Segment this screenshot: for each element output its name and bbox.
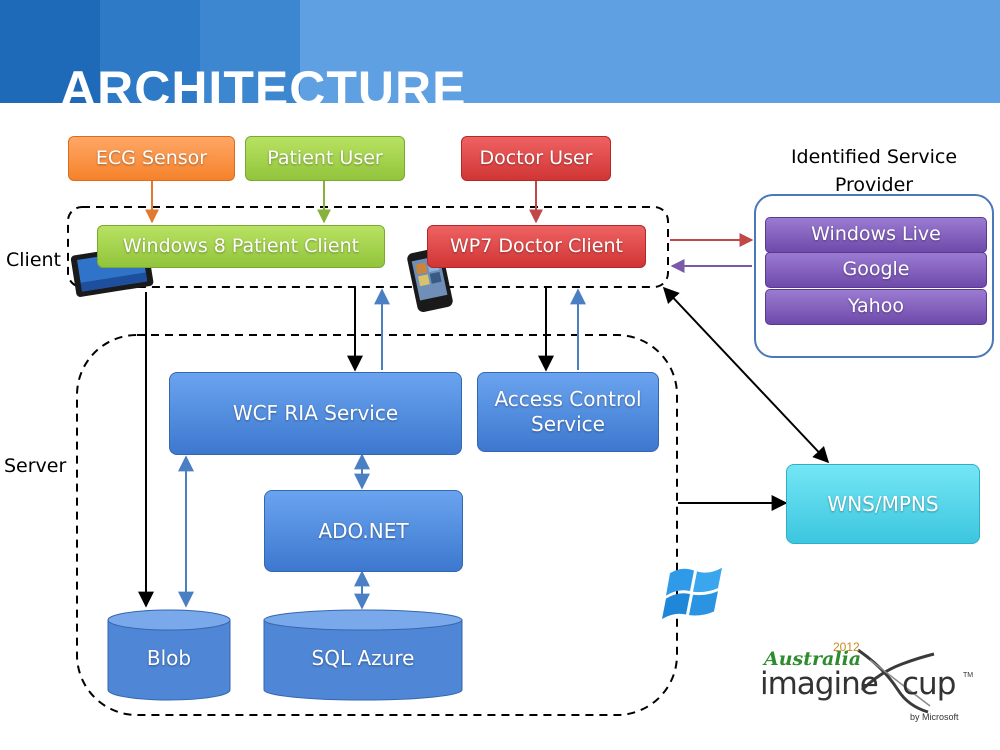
provider-windows-live: Windows Live bbox=[765, 217, 987, 253]
branding-cup: cup bbox=[902, 666, 956, 702]
windows8-patient-client-box: Windows 8 Patient Client bbox=[97, 225, 385, 268]
branding-tm: TM bbox=[963, 672, 974, 679]
ado-net-box: ADO.NET bbox=[264, 490, 463, 572]
branding-year: 2012 bbox=[833, 640, 860, 654]
branding-by-microsoft: by Microsoft bbox=[910, 712, 959, 722]
blob-cylinder bbox=[107, 609, 231, 701]
wcf-ria-service-box: WCF RIA Service bbox=[169, 372, 462, 455]
branding-imagine: imagine bbox=[760, 666, 879, 702]
ecg-sensor-box: ECG Sensor bbox=[68, 136, 235, 181]
header-band-1 bbox=[0, 0, 100, 103]
client-label: Client bbox=[6, 249, 62, 271]
patient-user-box: Patient User bbox=[245, 136, 405, 181]
wns-mpns-box: WNS/MPNS bbox=[786, 464, 980, 544]
identity-provider-title-line1: Identified Service bbox=[790, 146, 958, 168]
windows-logo-icon bbox=[662, 567, 722, 619]
sql-azure-cylinder bbox=[263, 609, 463, 701]
branding-country: Australia bbox=[764, 648, 862, 670]
wp7-doctor-client-box: WP7 Doctor Client bbox=[427, 225, 646, 268]
server-boundary bbox=[76, 334, 678, 716]
identity-provider-title-line2: Provider bbox=[834, 174, 914, 196]
arrow-client-wns bbox=[662, 286, 830, 464]
header-band-4 bbox=[300, 0, 1000, 103]
header-band-2 bbox=[100, 0, 200, 103]
sql-azure-label: SQL Azure bbox=[311, 645, 415, 670]
imaginecup-x-icon bbox=[857, 648, 935, 714]
header-band-3 bbox=[200, 0, 300, 103]
access-control-service-box: Access Control Service bbox=[477, 372, 659, 452]
acs-label-line1: Access Control bbox=[494, 387, 642, 411]
server-label: Server bbox=[4, 455, 67, 477]
acs-label-line2: Service bbox=[531, 412, 605, 436]
client-boundary bbox=[67, 206, 669, 288]
provider-google: Google bbox=[765, 252, 987, 288]
provider-yahoo: Yahoo bbox=[765, 289, 987, 325]
blob-label: Blob bbox=[146, 645, 192, 670]
doctor-user-box: Doctor User bbox=[461, 136, 611, 181]
page-title: ARCHITECTURE bbox=[60, 61, 467, 103]
